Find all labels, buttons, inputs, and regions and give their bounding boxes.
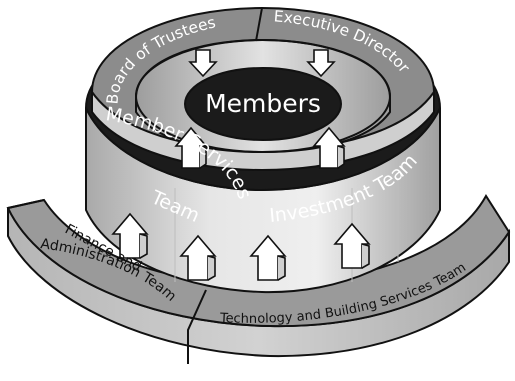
arrow-icon bbox=[249, 234, 287, 281]
arrow-icon bbox=[333, 222, 371, 269]
arrow-icon bbox=[111, 212, 149, 259]
arrow-icon bbox=[179, 234, 217, 281]
arrow-icon bbox=[312, 126, 346, 169]
arrow-icon bbox=[188, 49, 218, 78]
members-core: Members bbox=[184, 67, 342, 141]
arrow-icon bbox=[174, 126, 208, 169]
arrows bbox=[111, 49, 371, 281]
arrow-icon bbox=[306, 49, 336, 78]
members-label: Members bbox=[205, 89, 321, 118]
